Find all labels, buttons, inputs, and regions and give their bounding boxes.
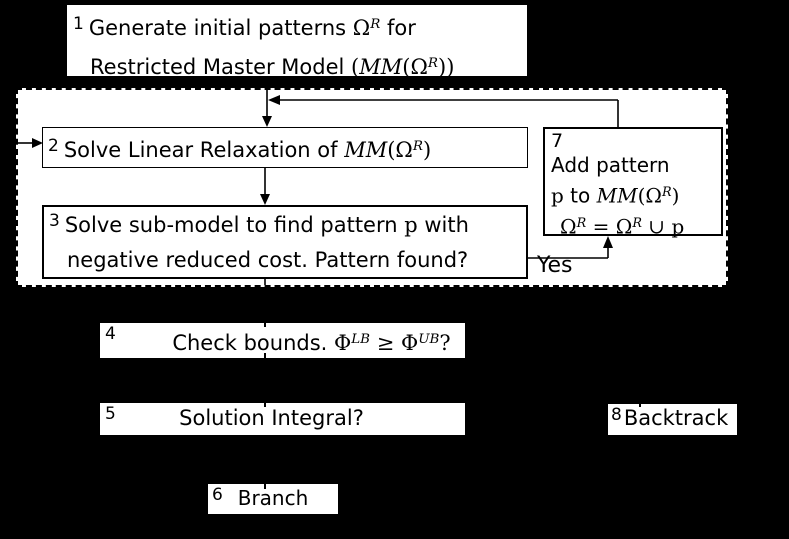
arrowhead-into-submodel [260,194,270,205]
node-text-line: Branch [237,486,309,510]
node-branch: 6 Branch [208,484,338,514]
arrowhead-into-add-pattern [603,236,613,248]
node-text-line: p to MM(ΩR) [551,183,680,208]
arrowhead-feedback-left [268,95,280,105]
node-text-line: Check bounds. ΦLB ≥ ΦUB? [172,330,451,355]
node-text: Backtrack [623,406,729,430]
node-text: Solve Linear Relaxation of MM(ΩR) [63,137,432,162]
node-text-line: ΩR = ΩR ∪ p [560,214,685,239]
arrow-stub [639,404,641,407]
arrow-stub [264,403,266,407]
node-text: Generate initial patterns ΩR for [88,15,416,40]
node-solution-integral: 5 Solution Integral? [100,403,465,435]
arrow-stub [264,323,266,327]
step-number: 2 [48,135,59,156]
node-text: Solve sub-model to find pattern p with [64,213,469,237]
step-number: 8 [611,405,622,425]
node-text-line: Restricted Master Model (MM(ΩR)) [90,54,455,79]
node-text-line: Solution Integral? [179,406,364,430]
edge-label-yes: Yes [537,253,573,278]
step-number: 5 [105,404,116,424]
arrow-stub [264,484,266,489]
arrowhead-into-solve-lr-left [32,138,43,148]
node-text-line: negative reduced cost. Pattern found? [67,248,469,272]
step-number: 7 [551,130,564,152]
node-text-line: 8Backtrack [611,404,737,435]
step-number: 1 [73,13,84,34]
node-check-bounds: 4 Check bounds. ΦLB ≥ ΦUB? [100,323,465,358]
arrowhead-into-solve-lr [262,116,272,127]
step-number: 3 [49,211,60,231]
node-backtrack: 8Backtrack [608,404,737,435]
step-number: 4 [105,324,116,344]
node-add-pattern: 7 Add pattern p to MM(ΩR) ΩR = ΩR ∪ p [543,127,723,238]
node-text-line: Add pattern [551,153,670,177]
arrow-stub [264,353,266,358]
step-number: 6 [212,485,223,505]
connector-layer [18,90,619,285]
